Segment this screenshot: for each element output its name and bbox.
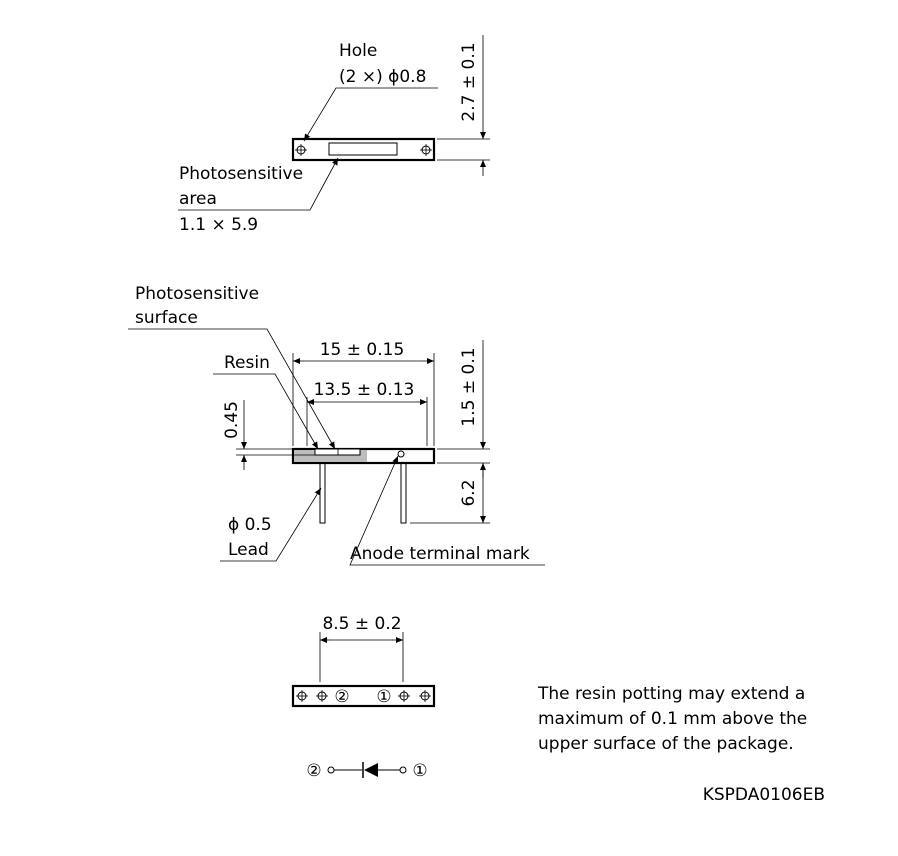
area-label-line2: area bbox=[179, 189, 217, 209]
side-width-dimension: 15 ± 0.15 bbox=[320, 340, 405, 360]
resin-thickness-dimension: 0.45 bbox=[222, 401, 242, 439]
lead-pitch-dimension: 8.5 ± 0.2 bbox=[322, 614, 401, 634]
area-label-line1: Photosensitive bbox=[179, 164, 303, 184]
bottom-lead-right bbox=[398, 690, 410, 702]
lead-right bbox=[400, 462, 407, 524]
bottom-hole-left bbox=[296, 690, 308, 702]
anode-mark-label: Anode terminal mark bbox=[350, 544, 530, 564]
top-height-dimension: 2.7 ± 0.1 bbox=[459, 42, 479, 121]
lead-left bbox=[319, 462, 326, 524]
drawing-code: KSPDA0106EB bbox=[703, 785, 825, 805]
surface-label-line2: surface bbox=[135, 308, 198, 328]
top-view-package-outline bbox=[291, 137, 436, 162]
lead-spec-line2: Lead bbox=[228, 540, 269, 560]
side-inner-dimension: 13.5 ± 0.13 bbox=[314, 380, 415, 400]
lead-spec-line1: ϕ 0.5 bbox=[228, 515, 272, 535]
side-view: Photosensitive surface Resin 15 ± 0.15 1… bbox=[128, 284, 545, 566]
circuit-pin-1-label: ① bbox=[412, 761, 427, 781]
bottom-hole-right bbox=[419, 690, 431, 702]
photosensitive-chip bbox=[314, 448, 361, 456]
diode-circuit-symbol: ② ① bbox=[306, 761, 427, 781]
resin-note: The resin potting may extend a maximum o… bbox=[537, 684, 807, 754]
hole-label: Hole bbox=[339, 41, 377, 61]
hole-left bbox=[295, 144, 307, 156]
bottom-pin-1-label: ① bbox=[376, 687, 391, 707]
bottom-lead-left bbox=[316, 690, 328, 702]
anode-terminal-mark bbox=[397, 450, 405, 458]
top-view: Hole (2 ×) ϕ0.8 Photosensitive area 1.1 … bbox=[178, 35, 490, 235]
photosensitive-area-outline bbox=[328, 142, 398, 156]
circuit-pin-2-label: ② bbox=[306, 761, 321, 781]
side-height-dimension: 1.5 ± 0.1 bbox=[459, 347, 479, 426]
bottom-pin-2-label: ② bbox=[334, 687, 349, 707]
bottom-view: 8.5 ± 0.2 ② ① bbox=[291, 614, 436, 708]
resin-label: Resin bbox=[224, 353, 270, 373]
hole-spec: (2 ×) ϕ0.8 bbox=[339, 67, 426, 87]
note-line-2: maximum of 0.1 mm above the bbox=[538, 709, 807, 729]
bottom-view-package-outline bbox=[291, 684, 436, 708]
note-line-3: upper surface of the package. bbox=[538, 734, 794, 754]
surface-label-line1: Photosensitive bbox=[135, 284, 259, 304]
lead-length-dimension: 6.2 bbox=[459, 479, 479, 506]
area-size: 1.1 × 5.9 bbox=[179, 215, 258, 235]
note-line-1: The resin potting may extend a bbox=[537, 684, 805, 704]
hole-right bbox=[420, 144, 432, 156]
